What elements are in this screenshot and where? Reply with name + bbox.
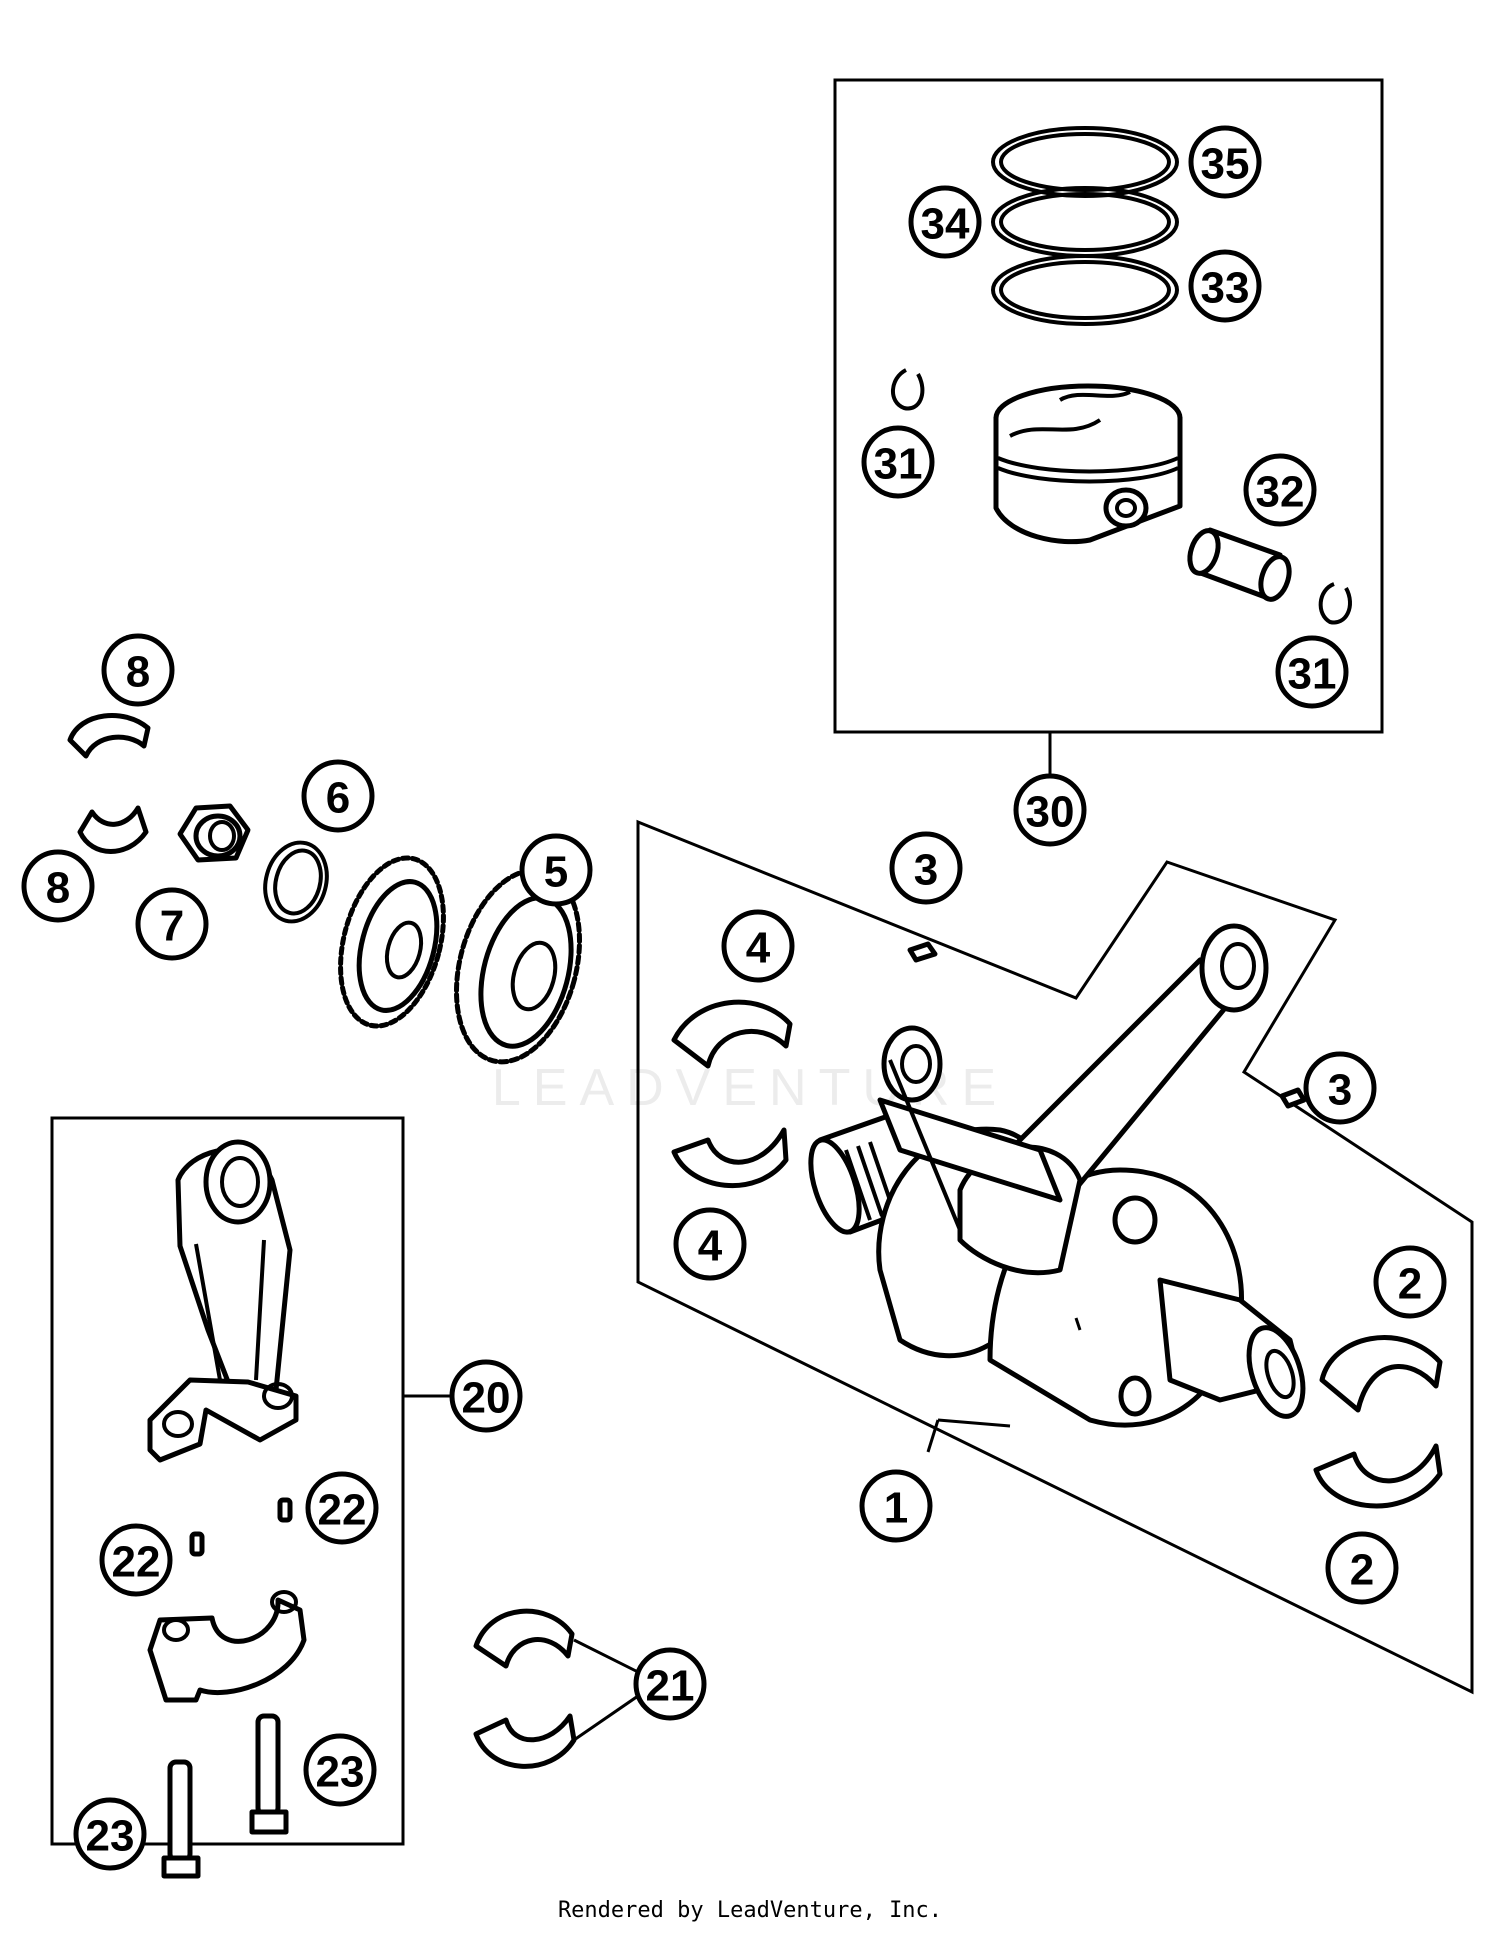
crankshaft-group-frame [636,819,1474,1695]
conrod-bolt-23-right[interactable] [249,1713,289,1835]
callout-6[interactable]: 6 [301,759,375,833]
main-bearing-shell-2-lower[interactable] [1313,1443,1443,1509]
svg-text:4: 4 [746,924,771,973]
svg-text:35: 35 [1201,140,1250,189]
piston-ring-33[interactable] [991,254,1179,326]
callout-22[interactable]: 22 [99,1523,173,1597]
svg-text:2: 2 [1350,1546,1374,1595]
svg-text:31: 31 [1288,650,1337,699]
bearing-shell-8-lower[interactable] [77,805,149,854]
circlip-31-left[interactable] [891,368,925,411]
callout-32[interactable]: 32 [1243,453,1317,527]
svg-text:23: 23 [86,1812,135,1861]
piston-ring-35[interactable] [991,126,1179,198]
connecting-rod-assembled[interactable] [877,923,1269,1276]
svg-text:22: 22 [318,1486,367,1535]
conrod-group-frame [50,1116,405,1846]
washer-6[interactable] [257,836,336,929]
callout-31[interactable]: 31 [1275,635,1349,709]
piston-assembly-group [833,78,1384,778]
piston[interactable] [993,383,1183,545]
woodruff-key-3-upper[interactable] [907,941,938,963]
callout-33[interactable]: 33 [1188,249,1262,323]
svg-text:34: 34 [921,200,970,249]
callout-23[interactable]: 23 [73,1797,147,1871]
svg-text:5: 5 [544,848,568,897]
callout-20[interactable]: 20 [449,1359,523,1433]
gear-train-group [67,713,600,1075]
svg-text:7: 7 [160,902,184,951]
main-bearing-shell-4-lower[interactable] [671,1127,789,1189]
piston-group-frame [833,78,1384,734]
svg-text:6: 6 [326,774,350,823]
gear-5[interactable] [437,856,600,1075]
callout-7[interactable]: 7 [135,887,209,961]
bearing-shell-8-upper[interactable] [67,713,151,759]
callout-8[interactable]: 8 [101,633,175,707]
callout-3[interactable]: 3 [889,831,963,905]
footer-credit: Rendered by LeadVenture, Inc. [557,1898,943,1923]
sprocket[interactable] [323,847,460,1038]
circlip-31-right[interactable] [1318,582,1352,625]
svg-text:20: 20 [462,1374,511,1423]
svg-text:3: 3 [1328,1066,1352,1115]
main-bearing-shell-4-upper[interactable] [671,999,793,1069]
conrod-bolt-23-left[interactable] [161,1759,201,1879]
callout-35[interactable]: 35 [1188,125,1262,199]
svg-text:23: 23 [316,1748,365,1797]
callout-4[interactable]: 4 [673,1207,747,1281]
conrod-bearing-shells-21 [473,1608,639,1769]
svg-text:22: 22 [112,1538,161,1587]
svg-text:30: 30 [1026,788,1075,837]
callout-1[interactable]: 1 [859,1469,933,1543]
callout-22[interactable]: 22 [305,1471,379,1545]
conrod-bearing-shell-21-lower[interactable] [473,1713,577,1769]
nut-7[interactable] [177,803,251,863]
svg-text:8: 8 [126,648,150,697]
dowel-pin-22-right[interactable] [277,1497,293,1523]
callout-21[interactable]: 21 [633,1647,707,1721]
svg-text:32: 32 [1256,468,1305,517]
callout-31[interactable]: 31 [861,425,935,499]
callout-4[interactable]: 4 [721,909,795,983]
callout-2[interactable]: 2 [1325,1531,1399,1605]
svg-text:33: 33 [1201,264,1250,313]
conrod-bearing-shell-21-upper[interactable] [473,1608,575,1669]
piston-pin[interactable] [1185,527,1294,603]
dowel-pin-22-left[interactable] [189,1531,205,1557]
callout-8[interactable]: 8 [21,849,95,923]
svg-text:1: 1 [884,1484,908,1533]
callout-2[interactable]: 2 [1373,1245,1447,1319]
callout-30[interactable]: 30 [1013,773,1087,847]
callout-23[interactable]: 23 [303,1733,377,1807]
main-bearing-shell-2-upper[interactable] [1319,1335,1443,1413]
svg-text:31: 31 [874,440,923,489]
svg-text:3: 3 [914,846,938,895]
callout-3[interactable]: 3 [1303,1051,1377,1125]
callout-34[interactable]: 34 [908,185,982,259]
connecting-rod-group [50,1116,452,1879]
leader-1 [937,1418,1011,1428]
svg-text:8: 8 [46,864,70,913]
connecting-rod[interactable] [147,1139,299,1463]
woodruff-key-3-right[interactable] [1279,1087,1307,1109]
bearing-cap[interactable] [147,1590,307,1703]
svg-text:21: 21 [646,1662,695,1711]
piston-ring-34[interactable] [991,186,1179,258]
callout-5[interactable]: 5 [519,833,593,907]
crankshaft-group [636,819,1474,1695]
svg-text:2: 2 [1398,1260,1422,1309]
svg-text:4: 4 [698,1222,723,1271]
